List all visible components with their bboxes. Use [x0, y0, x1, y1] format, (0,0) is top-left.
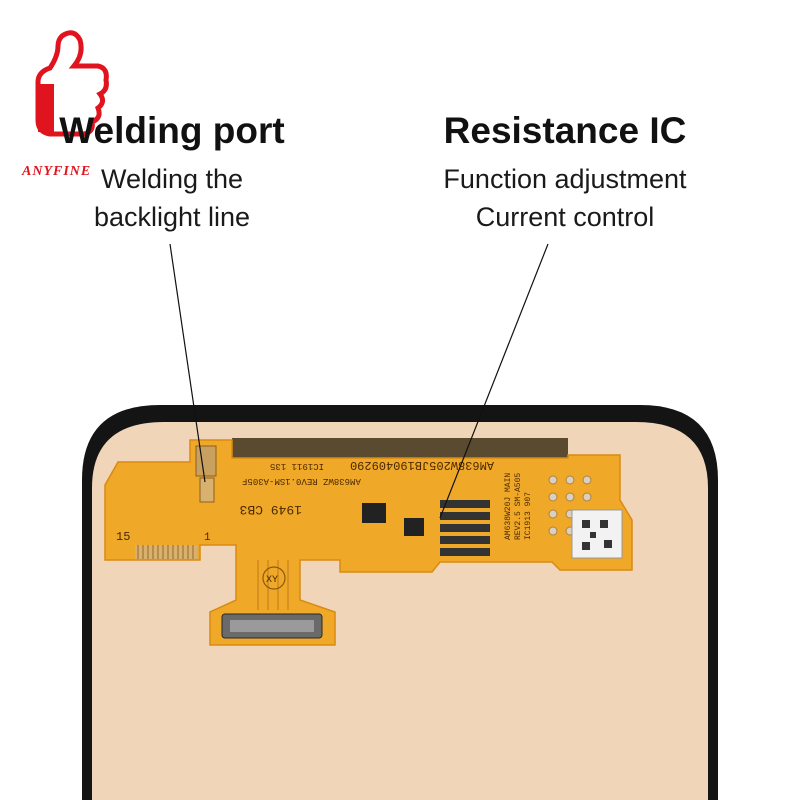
panel-top-strip [232, 438, 568, 458]
resistance-ic-desc-line-1: Function adjustment [443, 164, 687, 194]
flex-cable [104, 439, 633, 646]
resistance-ic-desc-line-2: Current control [475, 202, 655, 232]
welding-leader-line [169, 243, 206, 483]
resistance-ic-title: Resistance IC [443, 110, 687, 151]
comb-connector [135, 545, 197, 559]
board-right-code-2: REV2.5 SM-A505 [514, 473, 523, 540]
logo-text: ANYFINE [22, 164, 92, 179]
board-rev-code: AM638WZ REV0.1SM-A305F [242, 476, 361, 486]
board-tag: XY [266, 575, 278, 586]
welding-port-desc-line-2: backlight line [93, 202, 251, 232]
ic-chip [362, 503, 386, 523]
ic-leader-line [439, 243, 549, 519]
resistance-ic-desc: Function adjustment Current control [415, 160, 715, 236]
welding-port-title: Welding port [59, 110, 285, 151]
board-pin-15: 15 [116, 530, 130, 544]
board-right-code-3: IC1913 907 [524, 492, 533, 540]
welding-port-desc: Welding the backlight line [52, 160, 292, 236]
xy-mark [262, 566, 286, 590]
board-pin-1: 1 [204, 532, 211, 544]
qr-sticker [571, 509, 623, 559]
board-ic-code: IC1911 135 [270, 461, 324, 471]
thumbs-up-logo-icon [35, 30, 109, 137]
welding-pad [195, 445, 217, 477]
board-part-code: AM638W205JB190409290 [350, 458, 494, 472]
board-batch: 1949 CB3 [240, 502, 302, 517]
welding-port-desc-line-1: Welding the [100, 164, 244, 194]
board-right-code-1: AM638W20J MAIN [504, 473, 513, 540]
ic-chip [404, 518, 424, 536]
